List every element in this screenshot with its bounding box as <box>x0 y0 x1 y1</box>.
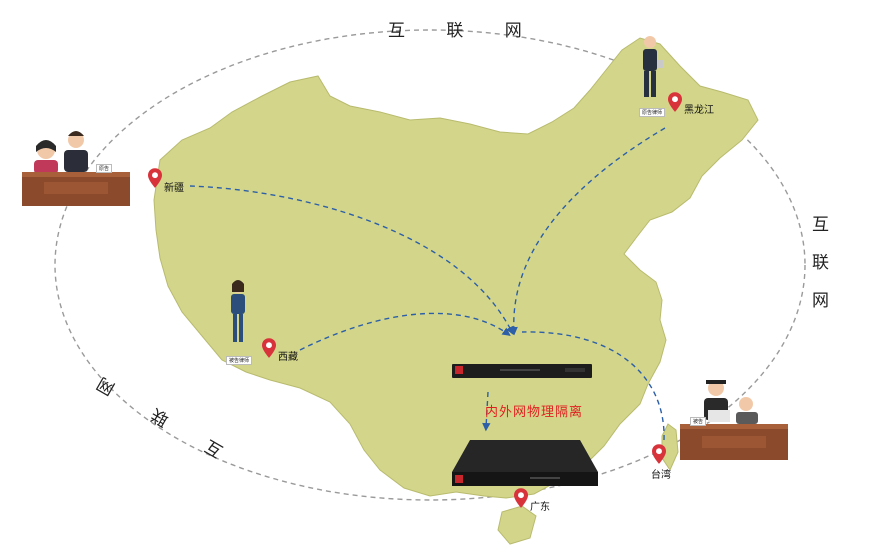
city-label-xinjiang: 新疆 <box>164 183 184 194</box>
taiwan-island <box>661 423 679 472</box>
badge-defendant: 被告 <box>690 417 707 426</box>
server-upper <box>452 364 592 378</box>
internet-label-right-char: 联 <box>812 253 829 273</box>
city-label-guangdong: 广东 <box>530 502 550 513</box>
isolation-label: 内外网物理隔离 <box>485 405 584 420</box>
link-heilongjiang <box>509 127 666 336</box>
internet-label-right-char: 网 <box>812 291 829 311</box>
badge-plaintiff-lawyer: 原告律师 <box>639 108 666 117</box>
internet-label-top: 互 联 网 <box>388 21 540 41</box>
pin-guangdong-icon <box>514 488 528 508</box>
link-lines <box>189 127 666 441</box>
internet-label-right-char: 互 <box>812 215 829 235</box>
defendant-lawyer-figure <box>231 280 245 342</box>
server-lower <box>452 440 598 486</box>
city-label-heilongjiang: 黑龙江 <box>684 105 714 116</box>
internet-ring <box>54 29 806 501</box>
internet-label-right: 互 联 网 <box>812 206 832 320</box>
city-label-taiwan: 台湾 <box>651 470 671 481</box>
badge-plaintiff: 原告 <box>96 164 113 173</box>
plaintiff-lawyer-figure <box>643 36 663 97</box>
plaintiff-desk-scene <box>22 131 130 206</box>
badge-defendant-lawyer: 被告律师 <box>226 356 253 365</box>
link-taiwan <box>521 331 665 441</box>
link-isolation <box>482 391 491 432</box>
link-xinjiang <box>189 185 514 335</box>
city-label-xizang: 西藏 <box>278 352 298 363</box>
defendant-desk-scene <box>680 380 788 460</box>
